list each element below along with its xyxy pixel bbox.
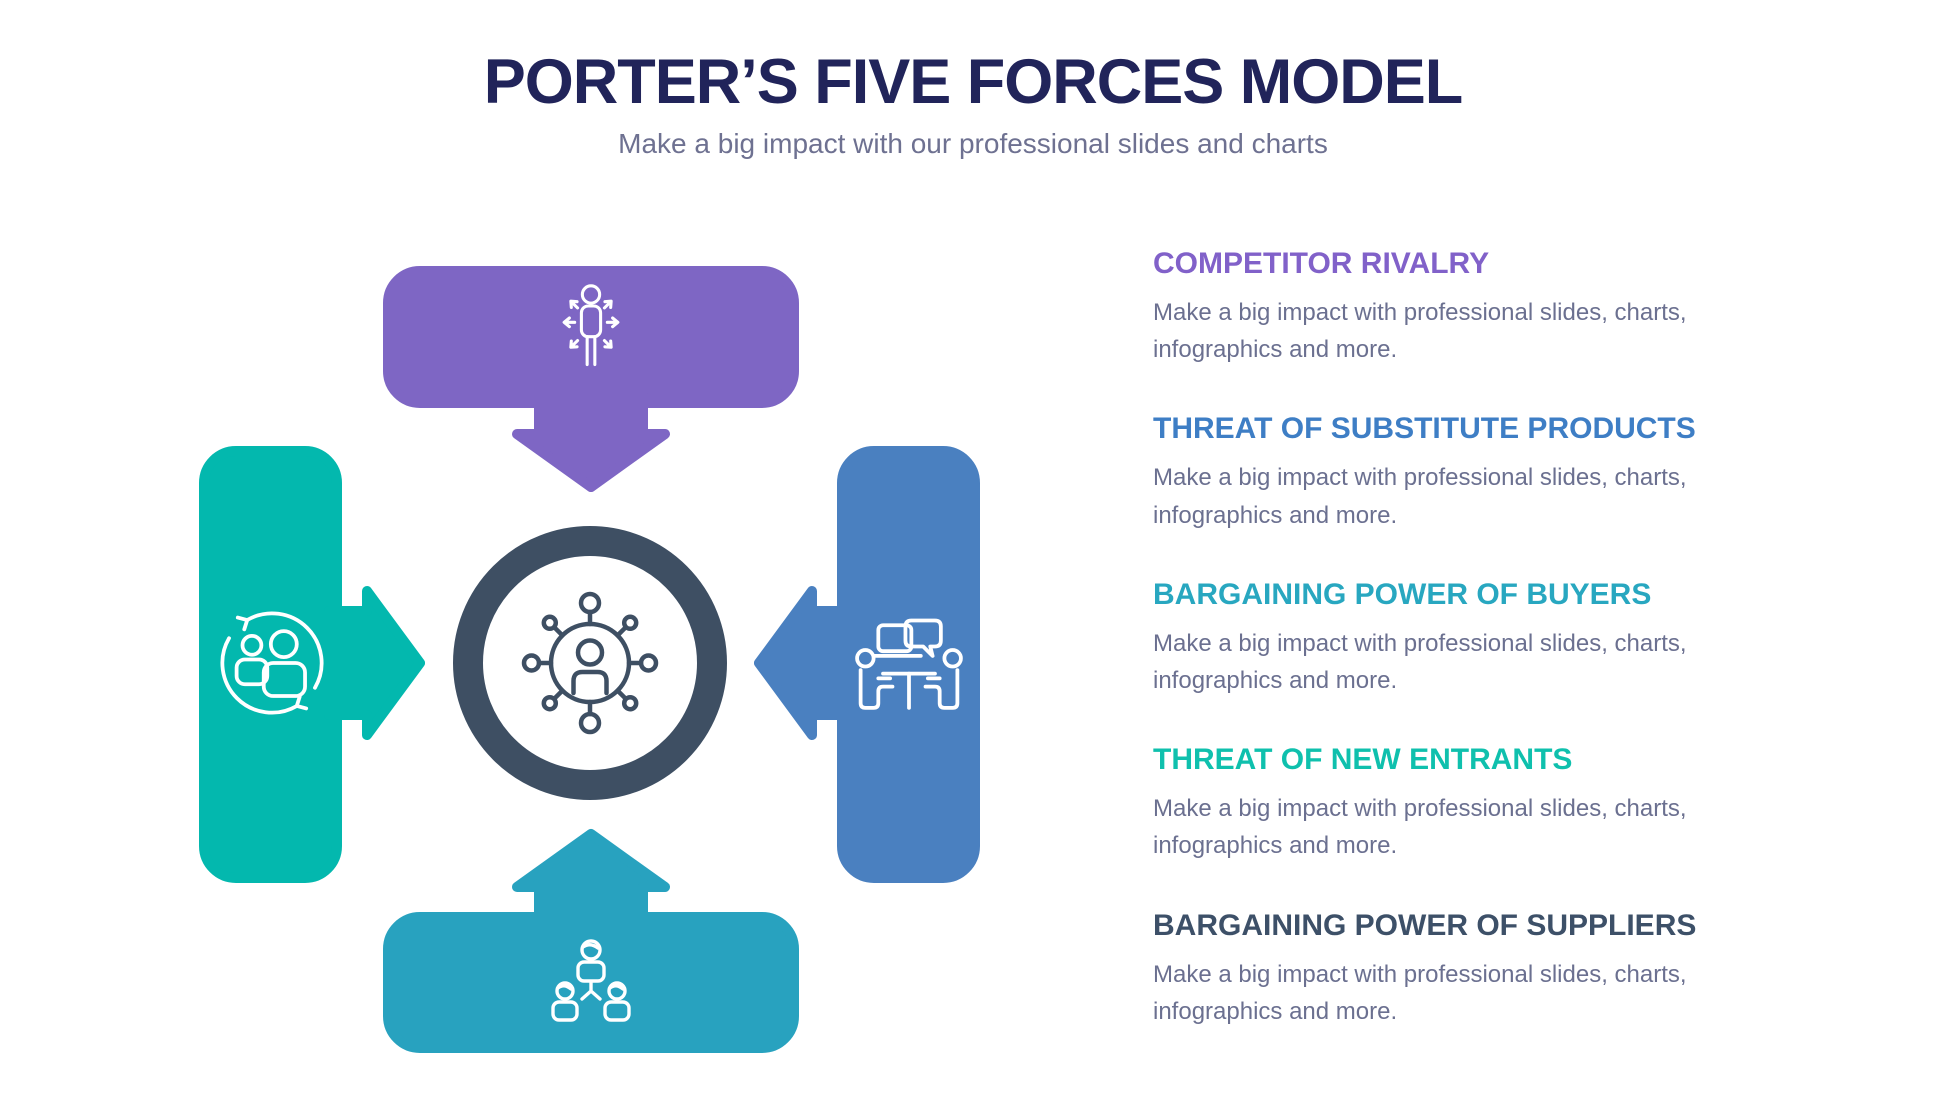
list-item-threat-of-new-entrants: THREAT OF NEW ENTRANTS Make a big impact… <box>1153 743 1793 864</box>
meeting-table-icon <box>855 618 963 710</box>
list-item-threat-of-substitute-products: THREAT OF SUBSTITUTE PRODUCTS Make a big… <box>1153 412 1793 533</box>
force-list: COMPETITOR RIVALRY Make a big impact wit… <box>1153 247 1793 1074</box>
force-heading: BARGAINING POWER OF SUPPLIERS <box>1153 908 1697 942</box>
people-sync-icon <box>220 611 324 715</box>
force-heading: BARGAINING POWER OF BUYERS <box>1153 577 1652 611</box>
header: PORTER’S FIVE FORCES MODEL Make a big im… <box>0 46 1946 160</box>
force-heading: THREAT OF SUBSTITUTE PRODUCTS <box>1153 412 1696 446</box>
five-forces-diagram <box>199 266 980 1053</box>
threat-of-substitute-products-box <box>754 446 980 883</box>
bargaining-power-of-buyers-box <box>383 829 799 1053</box>
page-subtitle: Make a big impact with our professional … <box>618 128 1328 159</box>
list-item-competitor-rivalry: COMPETITOR RIVALRY Make a big impact wit… <box>1153 247 1793 368</box>
person-network-icon <box>521 591 659 735</box>
competitor-rivalry-box <box>383 266 799 492</box>
person-radiating-icon <box>562 284 620 367</box>
list-item-bargaining-power-of-buyers: BARGAINING POWER OF BUYERS Make a big im… <box>1153 578 1793 699</box>
force-description: Make a big impact with professional slid… <box>1153 629 1687 694</box>
force-description: Make a big impact with professional slid… <box>1153 464 1687 529</box>
threat-of-new-entrants-box <box>199 446 425 883</box>
bargaining-power-of-suppliers-ring <box>453 526 727 800</box>
force-heading: THREAT OF NEW ENTRANTS <box>1153 743 1573 777</box>
list-item-bargaining-power-of-suppliers: BARGAINING POWER OF SUPPLIERS Make a big… <box>1153 909 1793 1030</box>
page-title: PORTER’S FIVE FORCES MODEL <box>483 47 1464 117</box>
force-description: Make a big impact with professional slid… <box>1153 960 1687 1025</box>
team-hierarchy-icon <box>551 939 631 1022</box>
force-heading: COMPETITOR RIVALRY <box>1153 247 1490 280</box>
force-description: Make a big impact with professional slid… <box>1153 795 1687 860</box>
force-description: Make a big impact with professional slid… <box>1153 299 1687 364</box>
